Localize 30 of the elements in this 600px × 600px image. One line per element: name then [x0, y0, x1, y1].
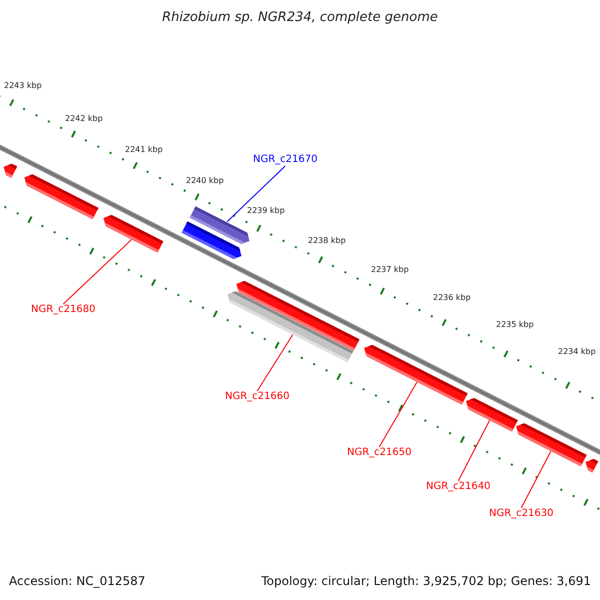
scale-label: 2241 kbp — [125, 145, 163, 155]
gene-bar — [362, 342, 468, 406]
gene-label: NGR_c21660 — [225, 391, 290, 403]
gene-bar — [583, 456, 599, 473]
footer-text: Topology: circular; Length: 3,925,702 bp; Genes: 3,691 — [261, 574, 591, 588]
gene-label: NGR_c21630 — [489, 508, 554, 520]
scale-label: 2237 kbp — [371, 265, 409, 275]
leader-line — [256, 334, 294, 392]
gene-label: NGR_c21670 — [253, 154, 318, 166]
gene-bar — [225, 288, 354, 363]
scale-label: 2238 kbp — [308, 236, 346, 246]
footer-text: Accession: NC_012587 — [9, 574, 146, 588]
scale-label: 2242 kbp — [65, 114, 103, 124]
scale-label: 2234 kbp — [558, 347, 596, 357]
gene-label: NGR_c21640 — [426, 481, 490, 493]
scale-label: 2235 kbp — [496, 320, 534, 330]
gene-bar — [22, 172, 100, 220]
scale-label: 2239 kbp — [247, 206, 285, 216]
scale-label: 2240 kbp — [186, 176, 224, 186]
leader-line — [62, 238, 132, 304]
gene-bar — [514, 420, 588, 467]
leader-line — [520, 450, 552, 508]
leader-line — [458, 420, 490, 482]
gene-label: NGR_c21680 — [31, 304, 96, 316]
leader-line — [226, 166, 286, 222]
leader-line — [378, 382, 418, 448]
gene-label: NGR_c21650 — [347, 447, 412, 459]
scale-label: 2243 kbp — [4, 81, 42, 91]
title: Rhizobium sp. NGR234, complete genome — [161, 10, 439, 25]
scale-label: 2236 kbp — [433, 293, 471, 303]
